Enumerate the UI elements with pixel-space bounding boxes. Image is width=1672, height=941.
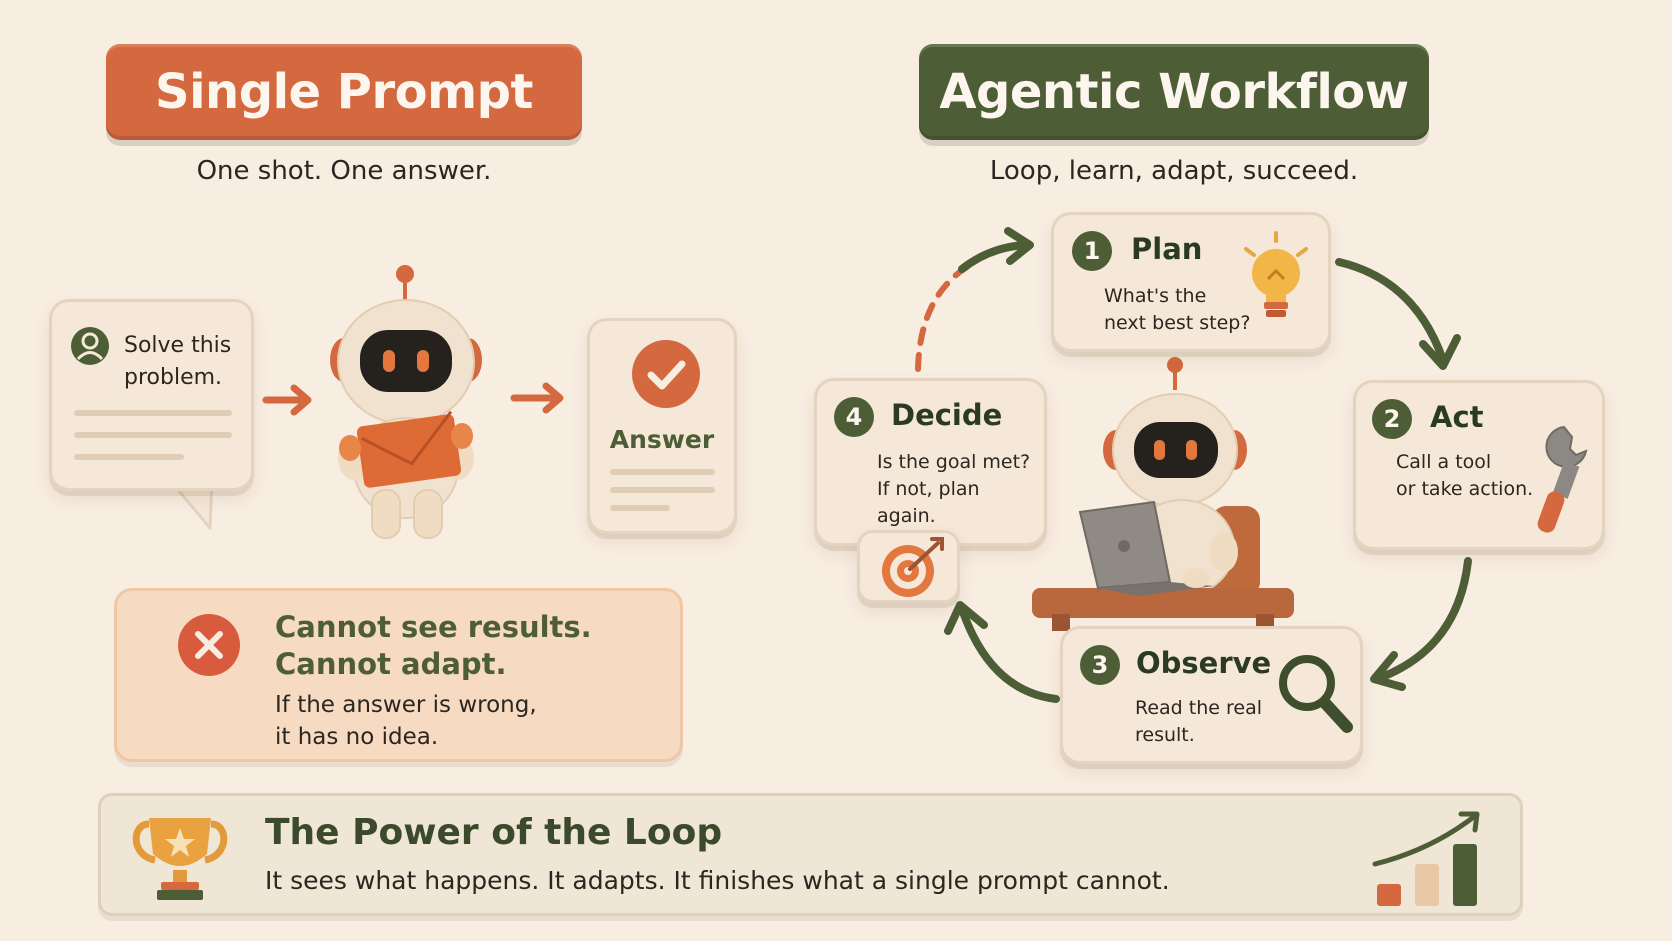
prompt-text: Solve this problem.: [124, 333, 232, 390]
robot-envelope-icon: [330, 265, 482, 539]
answer-card: Answer: [587, 318, 737, 534]
step-number-badge: 3: [1080, 645, 1120, 685]
step-title: Plan: [1131, 232, 1203, 266]
robot-laptop-icon: [1032, 357, 1294, 631]
text-line: [74, 454, 184, 460]
step-description: Is the goal met? If not, plan again.: [877, 451, 1031, 527]
power-title: The Power of the Loop: [265, 812, 723, 853]
growth-chart-icon: [1372, 811, 1480, 906]
loop-arrow-observe-to-decide: [944, 601, 1060, 703]
step-decide-card: 4 Decide Is the goal met? If not, plan a…: [814, 378, 1047, 546]
loop-arrow-decide-to-plan: [915, 227, 1034, 372]
checkmark-icon: [632, 340, 700, 408]
single-prompt-subtitle: One shot. One answer.: [196, 156, 492, 186]
text-line: [74, 432, 232, 438]
step-number-badge: 1: [1072, 231, 1112, 271]
step-act-card: 2 Act Call a tool or take action.: [1353, 380, 1605, 550]
single-prompt-header: Single Prompt: [106, 44, 582, 140]
text-line: [74, 410, 232, 416]
limitation-box: Cannot see results. Cannot adapt. If the…: [114, 588, 683, 762]
arrow-right-icon: [262, 384, 312, 416]
limitation-title: Cannot see results. Cannot adapt.: [275, 610, 592, 682]
limitation-description: If the answer is wrong, it has no idea.: [275, 692, 537, 751]
step-description: Read the real result.: [1135, 697, 1263, 746]
step-title: Observe: [1136, 646, 1272, 680]
step-title: Decide: [891, 398, 1003, 432]
answer-label: Answer: [609, 425, 715, 454]
target-icon: [882, 537, 944, 597]
power-of-loop-box: The Power of the Loop It sees what happe…: [98, 793, 1523, 916]
step-description: Call a tool or take action.: [1396, 451, 1534, 500]
arrow-right-icon: [510, 382, 564, 414]
power-description: It sees what happens. It adapts. It fini…: [265, 866, 1170, 895]
loop-arrow-act-to-observe: [1370, 557, 1472, 691]
step-title: Act: [1430, 400, 1484, 434]
wrench-icon: [1537, 425, 1588, 533]
lightbulb-icon: [1244, 231, 1308, 317]
text-line: [610, 505, 670, 511]
single-prompt-title: Single Prompt: [155, 64, 533, 120]
text-line: [610, 487, 715, 493]
text-line: [610, 469, 715, 475]
agentic-workflow-title: Agentic Workflow: [939, 64, 1409, 120]
loop-arrow-plan-to-act: [1335, 258, 1461, 370]
prompt-bubble: Solve this problem.: [49, 299, 254, 491]
user-icon: [71, 327, 109, 365]
target-badge: [857, 530, 960, 603]
agentic-workflow-header: Agentic Workflow: [919, 44, 1429, 140]
step-observe-card: 3 Observe Read the real result.: [1060, 626, 1363, 764]
step-number-badge: 4: [834, 397, 874, 437]
step-description: What's the next best step?: [1104, 285, 1251, 334]
trophy-icon: [132, 818, 228, 900]
step-number-badge: 2: [1372, 399, 1412, 439]
magnifier-icon: [1279, 655, 1353, 733]
step-plan-card: 1 Plan What's the next best step?: [1051, 212, 1331, 352]
agentic-workflow-subtitle: Loop, learn, adapt, succeed.: [989, 156, 1359, 186]
error-x-icon: [178, 614, 240, 676]
